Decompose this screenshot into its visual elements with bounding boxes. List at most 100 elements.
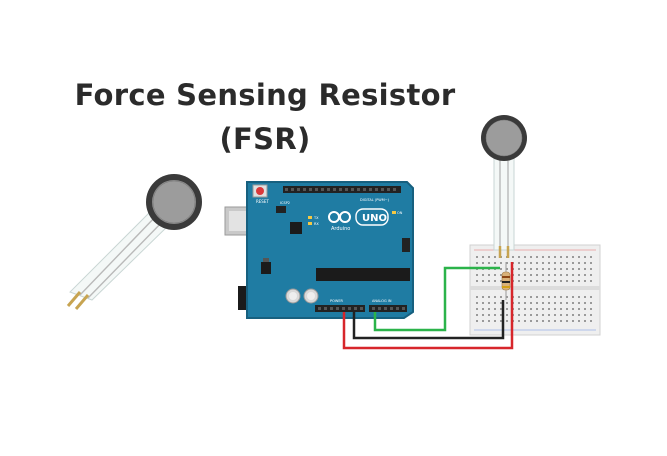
breadboard-hole xyxy=(566,274,568,276)
breadboard-hole xyxy=(518,268,520,270)
breadboard-hole xyxy=(494,302,496,304)
breadboard-hole xyxy=(476,308,478,310)
analog-header xyxy=(369,305,407,312)
breadboard-hole xyxy=(548,280,550,282)
breadboard-hole xyxy=(500,274,502,276)
arduino-logo: Arduino xyxy=(328,211,351,232)
breadboard-hole xyxy=(584,296,586,298)
breadboard-hole xyxy=(560,320,562,322)
tx-label: TX xyxy=(313,216,319,220)
breadboard-hole xyxy=(524,274,526,276)
breadboard-hole xyxy=(476,314,478,316)
breadboard-hole xyxy=(572,268,574,270)
breadboard-hole xyxy=(500,302,502,304)
breadboard-hole xyxy=(590,280,592,282)
breadboard-hole xyxy=(554,280,556,282)
on-label: ON xyxy=(397,211,403,215)
breadboard-hole xyxy=(536,314,538,316)
breadboard-hole xyxy=(578,296,580,298)
breadboard-hole xyxy=(506,308,508,310)
breadboard-hole xyxy=(566,308,568,310)
breadboard-hole xyxy=(560,308,562,310)
breadboard-hole xyxy=(590,296,592,298)
breadboard-hole xyxy=(500,262,502,264)
breadboard-hole xyxy=(548,320,550,322)
fsr-sensor-breadboard xyxy=(481,115,527,258)
breadboard-hole xyxy=(560,296,562,298)
power-label: POWER xyxy=(330,299,344,303)
breadboard-hole xyxy=(572,274,574,276)
breadboard-hole xyxy=(482,274,484,276)
breadboard-hole xyxy=(548,256,550,258)
breadboard-hole xyxy=(482,308,484,310)
breadboard-hole xyxy=(518,320,520,322)
breadboard-hole xyxy=(566,262,568,264)
breadboard-hole xyxy=(488,296,490,298)
breadboard-hole xyxy=(584,274,586,276)
breadboard-hole xyxy=(584,280,586,282)
breadboard-hole xyxy=(560,302,562,304)
breadboard-hole xyxy=(500,296,502,298)
breadboard-hole xyxy=(476,280,478,282)
breadboard-hole xyxy=(482,302,484,304)
breadboard-hole xyxy=(560,262,562,264)
breadboard-hole xyxy=(560,274,562,276)
breadboard-hole xyxy=(548,296,550,298)
breadboard-hole xyxy=(488,314,490,316)
breadboard-hole xyxy=(566,268,568,270)
breadboard-hole xyxy=(572,296,574,298)
reset-label: RESET xyxy=(256,199,269,204)
breadboard-hole xyxy=(584,320,586,322)
breadboard-hole xyxy=(536,262,538,264)
breadboard-hole xyxy=(524,302,526,304)
breadboard-hole xyxy=(476,256,478,258)
rx-label: RX xyxy=(314,222,319,226)
breadboard-hole xyxy=(554,296,556,298)
breadboard-hole xyxy=(554,268,556,270)
microcontroller-chip xyxy=(316,268,410,281)
breadboard-hole xyxy=(542,274,544,276)
breadboard-hole xyxy=(578,280,580,282)
breadboard-hole xyxy=(560,256,562,258)
breadboard-hole xyxy=(578,320,580,322)
breadboard-hole xyxy=(506,262,508,264)
breadboard-hole xyxy=(590,308,592,310)
breadboard-hole xyxy=(524,320,526,322)
breadboard-hole xyxy=(542,320,544,322)
breadboard-hole xyxy=(590,268,592,270)
breadboard-hole xyxy=(506,314,508,316)
breadboard-hole xyxy=(482,256,484,258)
breadboard-hole xyxy=(572,262,574,264)
breadboard-hole xyxy=(572,320,574,322)
breadboard-hole xyxy=(536,320,538,322)
breadboard-hole xyxy=(506,302,508,304)
breadboard-hole xyxy=(476,262,478,264)
breadboard-hole xyxy=(494,320,496,322)
breadboard-hole xyxy=(536,280,538,282)
breadboard-hole xyxy=(518,280,520,282)
breadboard-hole xyxy=(488,262,490,264)
breadboard-hole xyxy=(530,320,532,322)
analog-label: ANALOG IN xyxy=(372,299,392,303)
breadboard-hole xyxy=(590,320,592,322)
breadboard-hole xyxy=(554,314,556,316)
breadboard-hole xyxy=(584,314,586,316)
breadboard-hole xyxy=(494,280,496,282)
breadboard-hole xyxy=(536,296,538,298)
breadboard-hole xyxy=(584,256,586,258)
breadboard-hole xyxy=(518,302,520,304)
breadboard-hole xyxy=(584,308,586,310)
breadboard-hole xyxy=(542,302,544,304)
breadboard-hole xyxy=(590,302,592,304)
breadboard-hole xyxy=(566,302,568,304)
breadboard-hole xyxy=(530,280,532,282)
breadboard-hole xyxy=(542,262,544,264)
breadboard-hole xyxy=(542,268,544,270)
breadboard-hole xyxy=(560,314,562,316)
breadboard-hole xyxy=(488,274,490,276)
breadboard-hole xyxy=(512,256,514,258)
breadboard-hole xyxy=(566,314,568,316)
breadboard-hole xyxy=(500,320,502,322)
